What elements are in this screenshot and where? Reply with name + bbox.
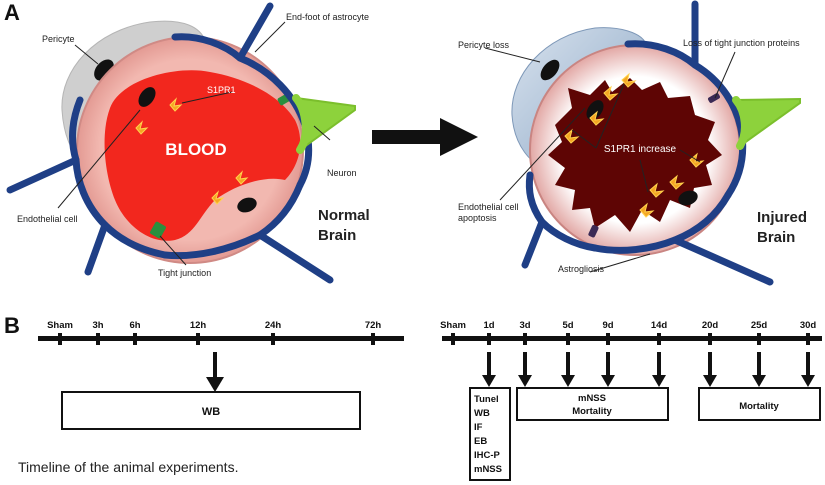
endothelial-nucleus-2 bbox=[237, 197, 257, 213]
label-astrogliosis: Astrogliosis bbox=[558, 264, 605, 274]
tick-days-5: 14d bbox=[651, 320, 668, 331]
normal-title-line1: Normal bbox=[318, 207, 370, 224]
label-endfoot: End-foot of astrocyte bbox=[286, 12, 369, 22]
tick-days-1: 1d bbox=[483, 320, 494, 331]
tick-days-4: 9d bbox=[602, 320, 613, 331]
day1-assay-3: EB bbox=[474, 436, 487, 447]
injured-vessel: S1PR1 increase bbox=[511, 0, 801, 286]
tick-hours-0: Sham bbox=[47, 320, 73, 331]
timeline-days: Sham 1d 3d 5d 9d 14d 20d 25d 30d Tunel W… bbox=[440, 320, 822, 481]
day1-assays-box bbox=[469, 387, 511, 481]
label-loss-tight-junction: Loss of tight junction proteins bbox=[683, 38, 800, 48]
transition-arrow bbox=[372, 118, 478, 156]
box2-line1: mNSS bbox=[578, 393, 606, 404]
tight-junction-2 bbox=[150, 221, 166, 239]
panel-b-letter: B bbox=[4, 313, 20, 338]
s1pr1-increase-label: S1PR1 increase bbox=[604, 144, 677, 155]
box2-line2: Mortality bbox=[572, 406, 612, 417]
neuron-injured bbox=[732, 96, 801, 150]
label-tight-junction: Tight junction bbox=[158, 268, 211, 278]
blood-lumen bbox=[104, 70, 301, 241]
tick-hours-4: 24h bbox=[265, 320, 282, 331]
injured-title-line1: Injured bbox=[757, 209, 807, 226]
tick-hours-5: 72h bbox=[365, 320, 382, 331]
wb-box bbox=[61, 391, 361, 430]
endothelial-nucleus-1 bbox=[138, 87, 156, 107]
tick-hours-3: 12h bbox=[190, 320, 207, 331]
endothelial-nucleus-injured-1 bbox=[586, 100, 604, 120]
injured-title-line2: Brain bbox=[757, 229, 795, 246]
day1-assay-4: IHC-P bbox=[474, 450, 501, 461]
normal-title-line2: Brain bbox=[318, 227, 356, 244]
label-s1pr1: S1PR1 bbox=[207, 85, 236, 95]
wb-box-label: WB bbox=[202, 406, 220, 418]
day-arrows bbox=[482, 352, 815, 387]
tick-days-7: 25d bbox=[751, 320, 768, 331]
tick-days-2: 3d bbox=[519, 320, 530, 331]
label-apoptosis-line1: Endothelial cell bbox=[458, 202, 519, 212]
tick-days-6: 20d bbox=[702, 320, 719, 331]
label-pericyte-loss: Pericyte loss bbox=[458, 40, 510, 50]
label-endothelial: Endothelial cell bbox=[17, 214, 78, 224]
normal-vessel: BLOOD bbox=[6, 2, 356, 284]
label-apoptosis-line2: apoptosis bbox=[458, 213, 497, 223]
tick-hours-2: 6h bbox=[129, 320, 140, 331]
panel-a-letter: A bbox=[4, 0, 20, 25]
day1-assay-5: mNSS bbox=[474, 464, 502, 475]
timeline-hours-tickmarks bbox=[58, 333, 375, 345]
day1-assay-0: Tunel bbox=[474, 394, 499, 405]
blood-label: BLOOD bbox=[165, 140, 226, 159]
mnss-mortality-box bbox=[516, 387, 669, 421]
tight-junction-lost-1 bbox=[708, 93, 720, 103]
tight-junction-lost-2 bbox=[588, 224, 599, 238]
label-neuron: Neuron bbox=[327, 168, 357, 178]
tick-days-8: 30d bbox=[800, 320, 817, 331]
endothelial-nucleus-injured-2 bbox=[678, 190, 698, 206]
tick-days-3: 5d bbox=[562, 320, 573, 331]
box3-label: Mortality bbox=[739, 401, 779, 412]
tick-hours-1: 3h bbox=[92, 320, 103, 331]
pericyte-nucleus-injured bbox=[540, 59, 560, 81]
s1pr1-receptors-injured bbox=[564, 72, 705, 218]
figure-caption: Timeline of the animal experiments. bbox=[18, 459, 239, 475]
s1pr1-receptors bbox=[135, 97, 249, 205]
astrocyte-endfeet bbox=[6, 2, 334, 284]
timeline-days-tickmarks bbox=[451, 333, 810, 345]
normal-leaders bbox=[57, 21, 331, 266]
label-pericyte: Pericyte bbox=[42, 34, 75, 44]
timeline-hours: Sham 3h 6h 12h 24h 72h WB bbox=[38, 320, 404, 430]
tick-days-0: Sham bbox=[440, 320, 466, 331]
day1-assay-1: WB bbox=[474, 408, 490, 419]
day1-assay-2: IF bbox=[474, 422, 483, 433]
mortality-box bbox=[698, 387, 821, 421]
neuron bbox=[292, 94, 356, 154]
injured-leaders bbox=[484, 47, 736, 273]
